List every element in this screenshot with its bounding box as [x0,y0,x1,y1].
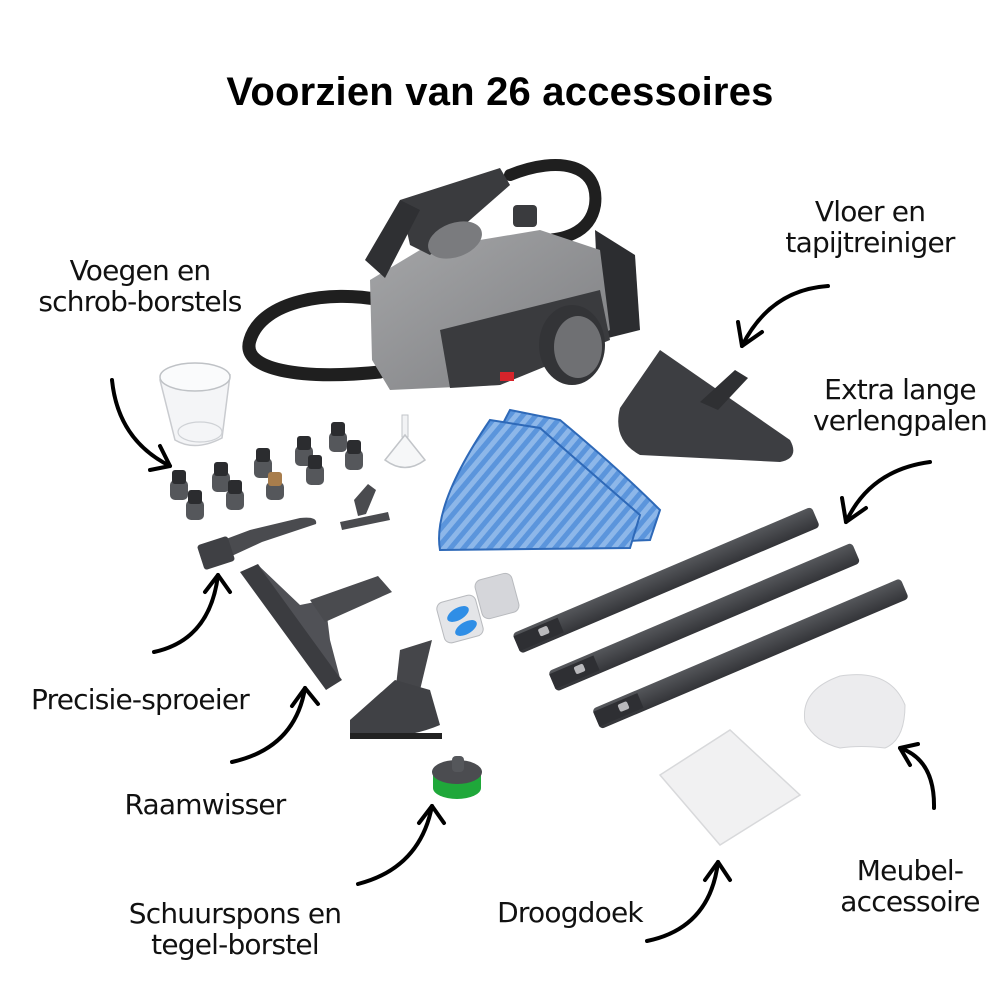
label-verleng-line2: verlengpalen [813,404,988,437]
steam-cleaner-icon [365,168,640,390]
furniture-cover-icon [803,674,906,749]
microfiber-pads-icon [438,408,662,552]
label-vloer-line1: Vloer en [814,195,926,228]
label-voegen: Voegen en schrob-borstels [10,255,270,317]
arrow-verleng-icon [840,460,932,524]
measuring-cup-icon [159,362,231,447]
label-meubel-line1: Meubel- [856,854,964,887]
label-schuurspons-line1: Schuurspons en [128,897,342,930]
label-raamwisser: Raamwisser [124,788,286,821]
brass-brush-icon [266,472,284,500]
earplugs-icon [436,572,520,644]
floor-head-icon [618,350,794,462]
scrub-sponge-icon [432,756,482,799]
funnel-icon [383,414,427,469]
hose-icon [242,159,602,382]
window-squeegee-icon [240,564,392,690]
arrow-precisie-icon [152,573,232,654]
label-meubel-line2: accessoire [840,885,980,918]
label-verleng: Extra lange verlengpalen [800,374,1000,436]
corner-nozzle-icon [340,484,390,530]
arrow-meubel-icon [898,742,937,810]
arrow-schuurspons-icon [356,804,446,886]
label-schuurspons-line2: tegel-borstel [151,928,319,961]
extension-poles-icon [513,507,908,729]
label-verleng-line1: Extra lange [824,373,977,406]
arrow-voegen-icon [110,378,172,472]
label-precisie: Precisie-sproeier [31,683,250,716]
nylon-brushes-icon [170,422,363,520]
label-vloer-line2: tapijtreiniger [785,226,955,259]
page-title: Voorzien van 26 accessoires [226,70,774,114]
label-meubel: Meubel- accessoire [820,855,1000,917]
label-voegen-line1: Voegen en [69,254,212,287]
arrow-vloer-icon [736,284,830,348]
arrow-droogdoek-icon [645,860,732,943]
label-droogdoek: Droogdoek [497,896,643,929]
drying-cloth-icon [658,729,802,846]
label-voegen-line2: schrob-borstels [38,285,242,318]
triangle-brush-icon [350,640,442,739]
arrow-raamwisser-icon [230,686,320,764]
label-vloer: Vloer en tapijtreiniger [750,196,990,258]
precision-nozzle-icon [197,517,317,570]
label-schuurspons: Schuurspons en tegel-borstel [110,898,360,960]
